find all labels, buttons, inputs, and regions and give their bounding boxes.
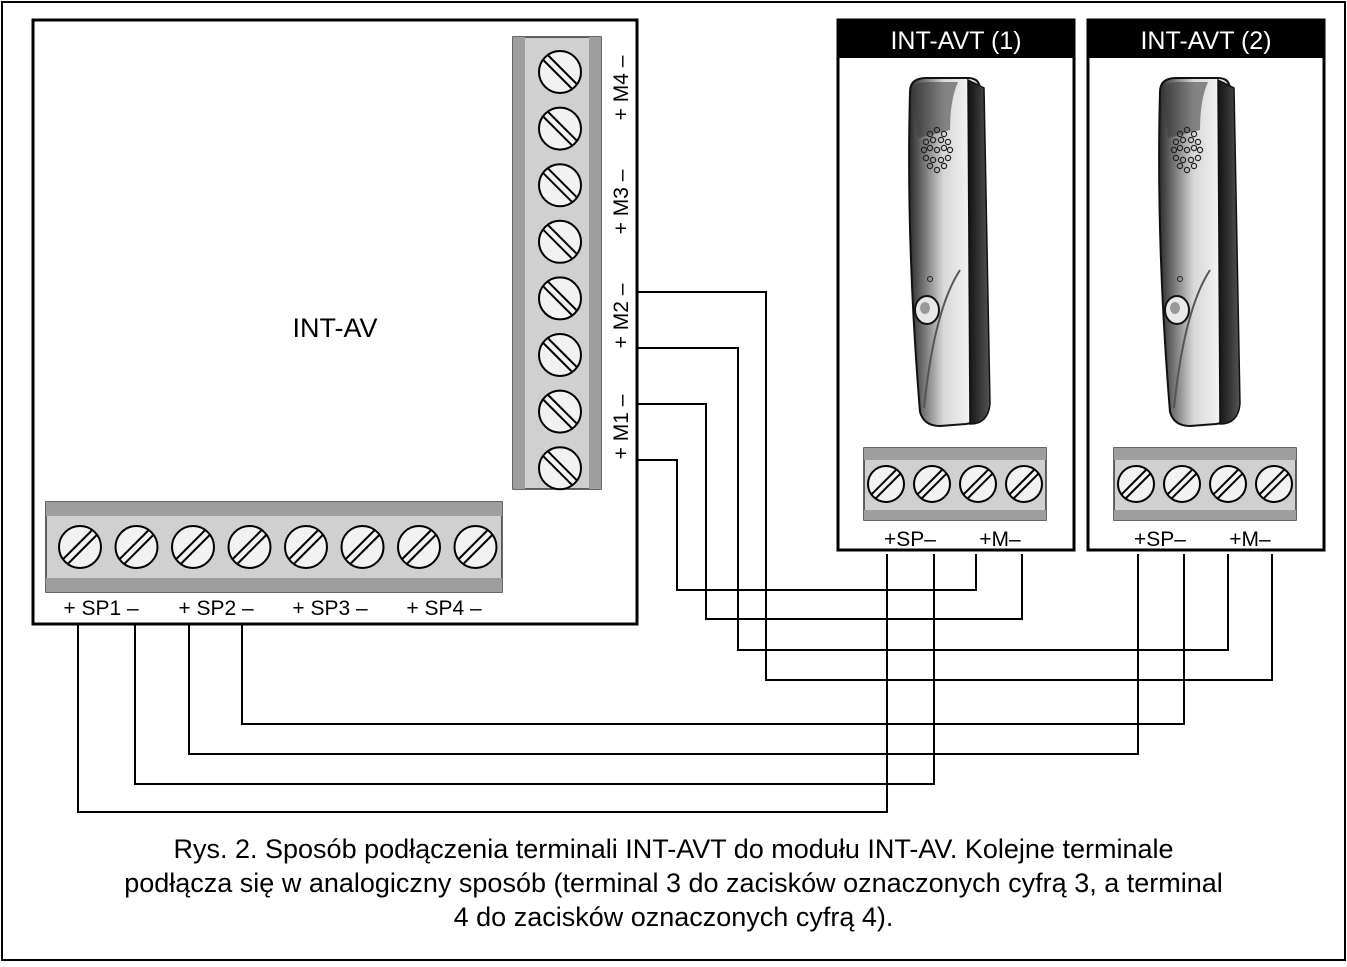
speaker-screw-1 [58, 525, 102, 569]
speaker-screw-5 [284, 525, 328, 569]
terminal-2-screw-1 [1117, 465, 1155, 503]
terminal-1-m-label: +M– [979, 528, 1021, 551]
terminal-2-screw-3 [1209, 465, 1247, 503]
wire-m2-minus [636, 291, 1273, 681]
wire-m1-plus [636, 459, 977, 591]
terminal-2-screw-2 [1163, 465, 1201, 503]
speaker-label-sp2: + SP2 – [178, 597, 254, 620]
mic-screw-6 [538, 333, 582, 377]
figure-caption: Rys. 2. Sposób podłączenia terminali INT… [0, 832, 1347, 934]
mic-screw-7 [538, 389, 582, 434]
terminal-1-title-bar [838, 20, 1074, 58]
speaker-screw-2 [114, 525, 159, 569]
wire-m2-plus [636, 347, 1229, 651]
terminal-2-phone-illustration [1158, 77, 1241, 428]
wire-sp2-plus [188, 554, 1139, 755]
mic-label-m2: + M2 – [610, 283, 633, 348]
wire-sp1-minus [134, 554, 935, 785]
terminal-1-screw-1 [867, 465, 905, 503]
wires [77, 291, 1273, 813]
terminal-2-screw-4 [1255, 465, 1293, 503]
terminal-1-title: INT-AVT (1) [890, 27, 1021, 55]
terminal-2-m-label: +M– [1229, 528, 1271, 551]
mic-terminal-strip [512, 36, 602, 491]
terminal-1-screw-3 [959, 465, 997, 503]
speaker-screw-3 [171, 525, 215, 569]
mic-screw-2 [538, 106, 582, 151]
speaker-label-sp3: + SP3 – [292, 597, 368, 620]
terminal-2-sp-label: +SP– [1134, 528, 1186, 551]
terminal-2: INT-AVT (2) +SP– +M– [1086, 18, 1326, 552]
speaker-label-sp4: + SP4 – [406, 597, 482, 620]
terminal-1-screw-strip [863, 447, 1047, 521]
mic-screw-8 [538, 446, 582, 491]
speaker-screw-8 [453, 525, 498, 569]
wire-sp1-plus [77, 554, 888, 813]
caption-line-1: Rys. 2. Sposób podłączenia terminali INT… [173, 834, 1174, 864]
caption-line-3: 4 do zacisków oznaczonych cyfrą 4). [453, 902, 894, 932]
terminal-2-title: INT-AVT (2) [1140, 27, 1271, 55]
terminal-1: INT-AVT (1) +SP– +M– [836, 18, 1076, 552]
mic-screw-3 [538, 163, 582, 208]
terminal-2-screw-strip [1113, 447, 1297, 521]
mic-label-m4: + M4 – [610, 55, 633, 120]
speaker-terminal-labels: + SP1 – + SP2 – + SP3 – + SP4 – [63, 597, 482, 620]
int-av-module-name: INT-AV [292, 313, 377, 343]
terminal-1-screw-4 [1005, 465, 1043, 503]
speaker-label-sp1: + SP1 – [63, 597, 139, 620]
speaker-screw-6 [340, 525, 385, 569]
mic-terminal-labels: + M1 – + M2 – + M3 – + M4 – [610, 55, 633, 459]
terminal-1-phone-illustration [908, 77, 991, 428]
wire-m1-minus [636, 403, 1023, 620]
caption-line-2: podłącza się w analogiczny sposób (termi… [124, 868, 1223, 898]
mic-label-m3: + M3 – [610, 169, 633, 234]
mic-screw-1 [538, 50, 582, 94]
speaker-screw-4 [227, 525, 272, 569]
speaker-terminal-strip [45, 501, 503, 593]
speaker-screw-7 [397, 525, 441, 569]
mic-screw-5 [538, 276, 582, 321]
wire-sp2-minus [241, 554, 1185, 725]
mic-screw-4 [538, 219, 582, 264]
terminal-1-sp-label: +SP– [884, 528, 936, 551]
terminal-2-title-bar [1088, 20, 1324, 58]
terminal-1-screw-2 [913, 465, 951, 503]
mic-label-m1: + M1 – [610, 394, 633, 459]
